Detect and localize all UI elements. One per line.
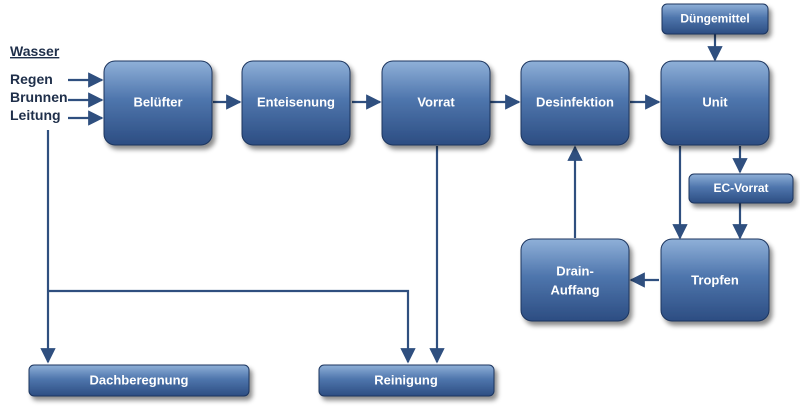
node-label-desinfektion: Desinfektion	[536, 94, 614, 109]
node-label-reinigung: Reinigung	[374, 372, 438, 387]
node-label-tropfen: Tropfen	[691, 272, 739, 287]
node-dachberegnung: Dachberegnung	[28, 364, 250, 397]
node-label-beluefter: Belüfter	[133, 94, 182, 109]
node-drain-auffang: Drain- Auffang	[520, 238, 630, 322]
node-desinfektion: Desinfektion	[520, 60, 630, 146]
node-label-duengemittel: Düngemittel	[680, 12, 749, 26]
connectors	[40, 34, 748, 364]
node-beluefter: Belüfter	[103, 60, 213, 146]
source-label-brunnen: Brunnen	[10, 89, 68, 105]
arrow-leitung-to-reinigung	[48, 289, 416, 364]
node-label-drain-line2: Auffang	[550, 282, 599, 297]
diagram-title: Wasser	[10, 43, 60, 59]
source-label-leitung: Leitung	[10, 107, 61, 123]
node-label-dachberegnung: Dachberegnung	[90, 372, 189, 387]
node-label-enteisenung: Enteisenung	[257, 94, 335, 109]
node-enteisenung: Enteisenung	[241, 60, 351, 146]
node-unit: Unit	[660, 60, 770, 146]
node-vorrat: Vorrat	[381, 60, 491, 146]
node-tropfen: Tropfen	[660, 238, 770, 322]
node-reinigung: Reinigung	[318, 364, 495, 397]
node-ec-vorrat: EC-Vorrat	[688, 173, 794, 204]
node-duengemittel: Düngemittel	[661, 3, 769, 35]
node-label-drain-line1: Drain-	[556, 263, 594, 278]
node-label-ec-vorrat: EC-Vorrat	[713, 181, 768, 195]
node-label-unit: Unit	[702, 94, 728, 109]
node-label-vorrat: Vorrat	[417, 94, 455, 109]
source-label-regen: Regen	[10, 71, 53, 87]
